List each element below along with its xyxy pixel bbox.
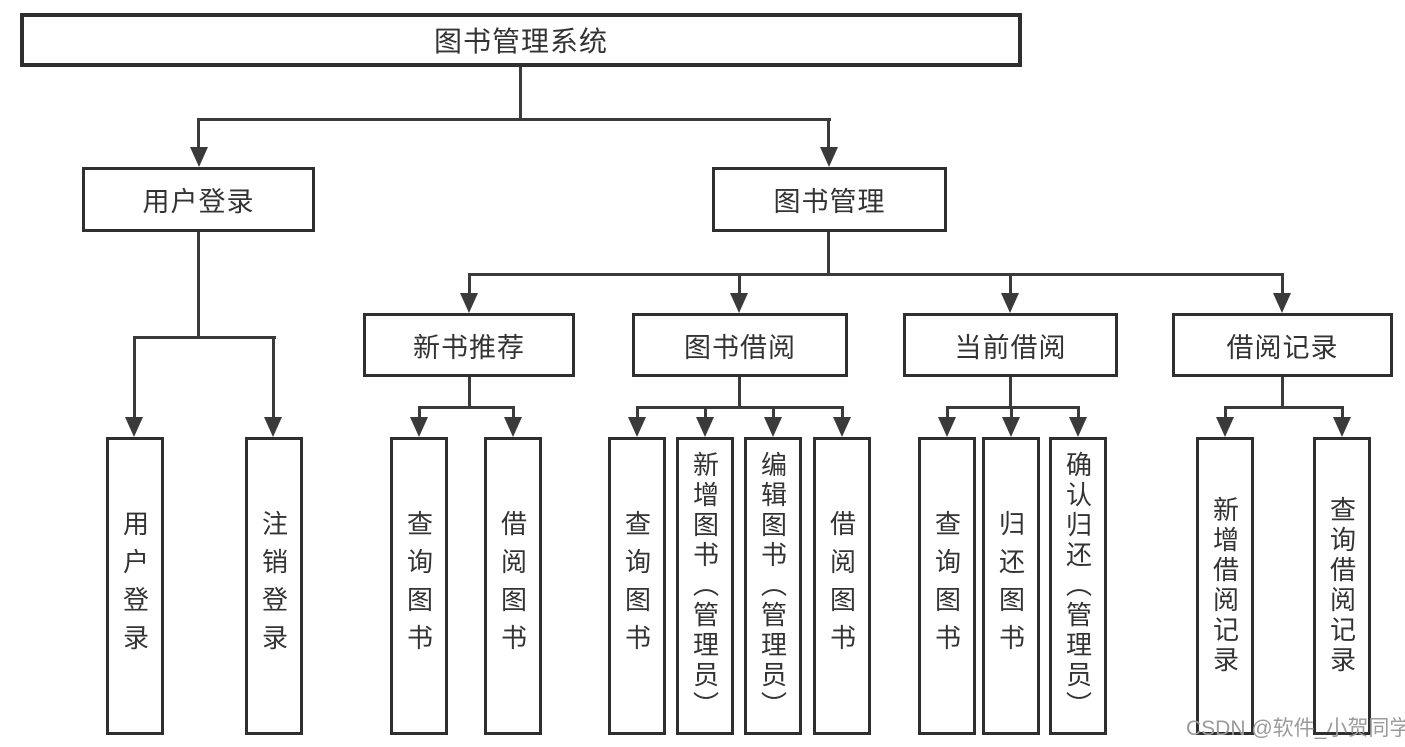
connector-user-bus — [133, 336, 276, 339]
connector-group-stem — [738, 377, 741, 409]
arrowhead-icon — [125, 417, 143, 437]
connector-book-stem — [827, 232, 830, 276]
leaf-records-query-borrow-record: 查询借阅记录 — [1313, 437, 1371, 735]
connector-to-leaf — [946, 406, 949, 419]
connector-to-group — [468, 273, 471, 295]
connector-group-stem — [468, 377, 471, 409]
arrowhead-icon — [696, 417, 714, 437]
connector-user-stem — [197, 232, 200, 339]
connector-group-stem — [1009, 377, 1012, 409]
connector-to-leaf — [636, 406, 639, 419]
connector-to-group — [738, 273, 741, 295]
connector-to-leaf — [418, 406, 421, 419]
node-book-borrow: 图书借阅 — [632, 313, 848, 377]
connector-to-group — [1009, 273, 1012, 295]
leaf-user-login: 用户登录 — [106, 437, 164, 735]
csdn-watermark: CSDN @软件_小贺同学 — [1186, 717, 1405, 740]
connector-to-leaf — [1077, 406, 1080, 419]
node-book-management: 图书管理 — [712, 167, 947, 232]
leaf-borrow-query-books: 查询图书 — [608, 437, 666, 735]
arrowhead-icon — [820, 147, 838, 167]
leaf-logout: 注销登录 — [245, 437, 303, 735]
arrowhead-icon — [190, 147, 208, 167]
leaf-current-query-books: 查询图书 — [918, 437, 976, 735]
node-borrow-records: 借阅记录 — [1172, 313, 1393, 377]
arrowhead-icon — [1216, 417, 1234, 437]
node-new-book-recommend: 新书推荐 — [363, 313, 575, 377]
arrowhead-icon — [833, 417, 851, 437]
connector-group-stem — [1281, 377, 1284, 409]
connector-group-bus — [1224, 406, 1343, 409]
arrowhead-icon — [730, 293, 748, 313]
connector-to-leaf — [772, 406, 775, 419]
leaf-borrow-edit-books-admin: 编辑图书（管理员） — [744, 437, 802, 735]
connector-to-group — [1281, 273, 1284, 295]
arrowhead-icon — [1273, 293, 1291, 313]
arrowhead-icon — [264, 417, 282, 437]
connector-to-leaf — [272, 336, 275, 417]
arrowhead-icon — [410, 417, 428, 437]
connector-to-leaf — [1341, 406, 1344, 419]
connector-group-bus — [418, 406, 514, 409]
connector-to-book-management — [827, 118, 830, 149]
arrowhead-icon — [1069, 417, 1087, 437]
leaf-recommend-borrow-books: 借阅图书 — [484, 437, 542, 735]
arrowhead-icon — [1333, 417, 1351, 437]
arrowhead-icon — [764, 417, 782, 437]
node-library-management-system: 图书管理系统 — [20, 13, 1022, 67]
arrowhead-icon — [1002, 417, 1020, 437]
leaf-current-return-books: 归还图书 — [982, 437, 1040, 735]
connector-to-leaf — [133, 336, 136, 417]
connector-book-bus — [468, 273, 1284, 276]
connector-to-leaf — [704, 406, 707, 419]
leaf-records-add-borrow-record: 新增借阅记录 — [1196, 437, 1254, 735]
connector-to-leaf — [512, 406, 515, 419]
node-current-borrow: 当前借阅 — [903, 313, 1118, 377]
arrowhead-icon — [628, 417, 646, 437]
connector-group-bus — [636, 406, 844, 409]
node-user-login: 用户登录 — [82, 167, 315, 232]
connector-to-user-login — [197, 118, 200, 149]
arrowhead-icon — [504, 417, 522, 437]
connector-to-leaf — [1010, 406, 1013, 419]
connector-to-leaf — [841, 406, 844, 419]
connector-root-stem — [519, 67, 522, 118]
connector-level1-bus — [197, 118, 831, 121]
connector-to-leaf — [1224, 406, 1227, 419]
leaf-current-confirm-return-admin: 确认归还（管理员） — [1049, 437, 1107, 735]
leaf-borrow-add-books-admin: 新增图书（管理员） — [676, 437, 734, 735]
leaf-recommend-query-books: 查询图书 — [390, 437, 448, 735]
arrowhead-icon — [1001, 293, 1019, 313]
arrowhead-icon — [938, 417, 956, 437]
arrowhead-icon — [460, 293, 478, 313]
leaf-borrow-borrow-books: 借阅图书 — [813, 437, 871, 735]
